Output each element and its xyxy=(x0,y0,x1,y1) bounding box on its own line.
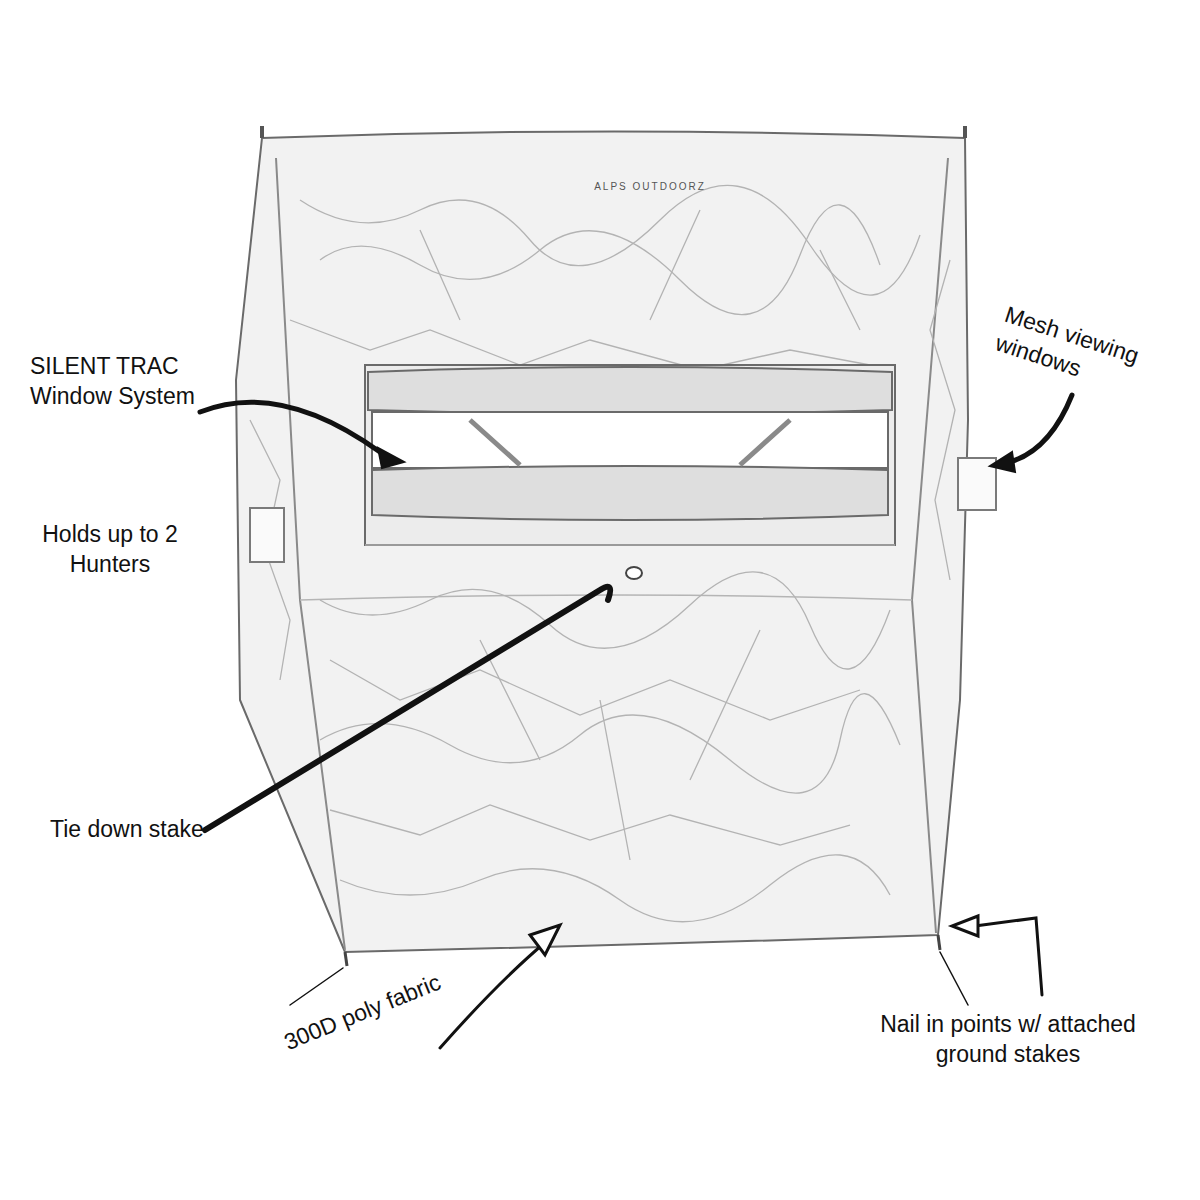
tie-down-stake xyxy=(626,567,642,579)
callout-label: SILENT TRAC Window System xyxy=(30,352,210,412)
ground-stakes xyxy=(345,935,940,966)
callout-label: Mesh viewing windows xyxy=(992,300,1177,411)
mesh-windows xyxy=(250,458,996,562)
silent-trac-window xyxy=(365,365,895,545)
callout-label: Nail in points w/ attached ground stakes xyxy=(868,1010,1148,1070)
callout-label: 300D poly fabric xyxy=(280,948,495,1058)
camo-texture xyxy=(250,185,955,921)
poles xyxy=(262,126,965,138)
leader-lines xyxy=(200,395,1072,1048)
blind-body xyxy=(236,132,968,953)
brand-mark: ALPS OUTDOORZ xyxy=(550,180,750,193)
note-label: Holds up to 2 Hunters xyxy=(35,520,185,580)
callout-label: Tie down stake xyxy=(50,815,250,845)
